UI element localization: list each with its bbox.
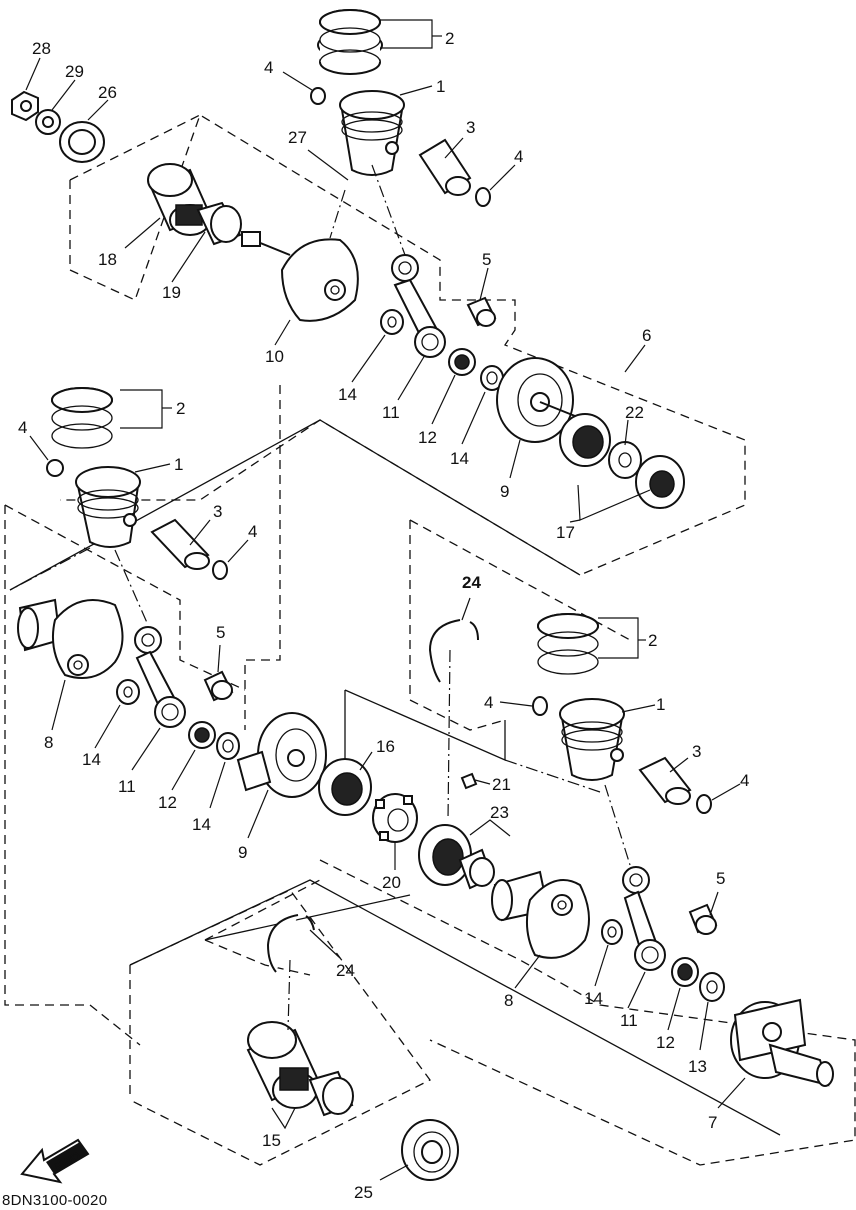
callout-5-right: 5 — [716, 869, 725, 888]
crank-web-8-right — [491, 870, 590, 959]
callout-4-top-left: 4 — [264, 58, 273, 77]
callout-2-top: 2 — [445, 29, 454, 48]
callout-labels: 2 1 4 4 3 27 28 29 26 18 19 10 5 6 14 11… — [18, 29, 749, 1202]
callout-15: 15 — [262, 1131, 281, 1150]
crank-web-7 — [730, 998, 834, 1087]
piston-ring-set-left — [51, 387, 113, 449]
callout-14-top-b: 14 — [450, 449, 469, 468]
callout-17: 17 — [556, 523, 575, 542]
callout-13: 13 — [688, 1057, 707, 1076]
bearing-15 — [246, 1021, 354, 1117]
callout-23: 23 — [490, 803, 509, 822]
collar-20 — [372, 793, 418, 843]
small-bearing-5-top — [466, 296, 497, 327]
piston-left — [75, 466, 141, 548]
bearing-12-13-right — [671, 957, 725, 1002]
leader-lines — [25, 19, 746, 1181]
callout-29: 29 — [65, 62, 84, 81]
callout-1-top: 1 — [436, 77, 445, 96]
callout-1-left: 1 — [174, 455, 183, 474]
callout-4-top-right: 4 — [514, 147, 523, 166]
pin-21 — [460, 772, 478, 790]
callout-11-right: 11 — [620, 1011, 638, 1030]
group-outlines — [4, 114, 856, 1166]
callout-16: 16 — [376, 737, 395, 756]
circlip-24-lower — [266, 914, 315, 973]
piston-pin-left — [150, 518, 210, 570]
callout-8-left: 8 — [44, 733, 53, 752]
callout-12-top: 12 — [418, 428, 437, 447]
callout-2-right: 2 — [648, 631, 657, 650]
callout-19: 19 — [162, 283, 181, 302]
conrod-left — [134, 626, 186, 728]
washer-14-left — [116, 679, 140, 705]
circlip-parts — [46, 87, 712, 814]
nut-washer-seal-top-left — [11, 90, 105, 163]
crank-web-8-left — [17, 598, 124, 679]
fwd-arrow-icon: FWD — [20, 1138, 90, 1184]
circlip-24-mid — [428, 619, 479, 683]
callout-10: 10 — [265, 347, 284, 366]
crank-web-9-top — [496, 357, 586, 443]
piston-right — [559, 698, 625, 781]
callout-4-left-a: 4 — [18, 418, 27, 437]
callout-3-top: 3 — [466, 118, 475, 137]
alignment-lines — [9, 164, 631, 1031]
callout-14-top-a: 14 — [338, 385, 357, 404]
callout-14-left-a: 14 — [82, 750, 101, 769]
callout-18: 18 — [98, 250, 117, 269]
callout-12-left: 12 — [158, 793, 177, 812]
callout-3-left: 3 — [213, 502, 222, 521]
bearings-17-22 — [559, 413, 685, 509]
callout-24-lower: 24 — [336, 961, 355, 980]
callout-12-right: 12 — [656, 1033, 675, 1052]
callout-11-top: 11 — [382, 403, 400, 422]
small-bearing-5-right — [688, 903, 718, 935]
callout-20: 20 — [382, 873, 401, 892]
callout-22: 22 — [625, 403, 644, 422]
bearing-23 — [418, 824, 495, 890]
bearing-12-top — [448, 348, 504, 391]
callout-4-left-b: 4 — [248, 522, 257, 541]
callout-6: 6 — [642, 326, 651, 345]
callout-3-right: 3 — [692, 742, 701, 761]
diagram-code: 8DN3100-0020 — [2, 1192, 108, 1209]
callout-4-right-a: 4 — [484, 693, 493, 712]
piston-pin-right — [638, 756, 692, 805]
piston-pin-top — [418, 138, 472, 196]
crank-web-9-left — [236, 712, 327, 798]
callout-7: 7 — [708, 1113, 717, 1132]
washer-14-top — [380, 309, 404, 335]
callout-27: 27 — [288, 128, 307, 147]
piston-top — [339, 90, 405, 176]
piston-ring-set-top — [317, 9, 383, 75]
callout-14-right: 14 — [584, 989, 603, 1008]
callout-24-mid: 24 — [462, 573, 481, 592]
callout-5-top: 5 — [482, 250, 491, 269]
callout-25: 25 — [354, 1183, 373, 1202]
callout-2-left: 2 — [176, 399, 185, 418]
piston-ring-set-right — [537, 613, 599, 675]
oil-seal-25 — [401, 1119, 459, 1181]
crank-web-10 — [241, 231, 359, 322]
conrod-top — [391, 254, 446, 358]
callout-21: 21 — [492, 775, 511, 794]
callout-9-top: 9 — [500, 482, 509, 501]
callout-26: 26 — [98, 83, 117, 102]
conrod-right — [622, 866, 666, 971]
callout-28: 28 — [32, 39, 51, 58]
callout-9-left: 9 — [238, 843, 247, 862]
washer-14-right — [601, 919, 623, 945]
callout-4-right-b: 4 — [740, 771, 749, 790]
callout-8-right: 8 — [504, 991, 513, 1010]
callout-11-left: 11 — [118, 777, 136, 796]
callout-1-right: 1 — [656, 695, 665, 714]
callout-14-left-b: 14 — [192, 815, 211, 834]
bearing-18-19 — [147, 163, 242, 246]
bearing-16 — [318, 758, 372, 816]
small-bearing-5-left — [203, 670, 234, 702]
callout-5-left: 5 — [216, 623, 225, 642]
bearing-12-left — [188, 721, 240, 760]
